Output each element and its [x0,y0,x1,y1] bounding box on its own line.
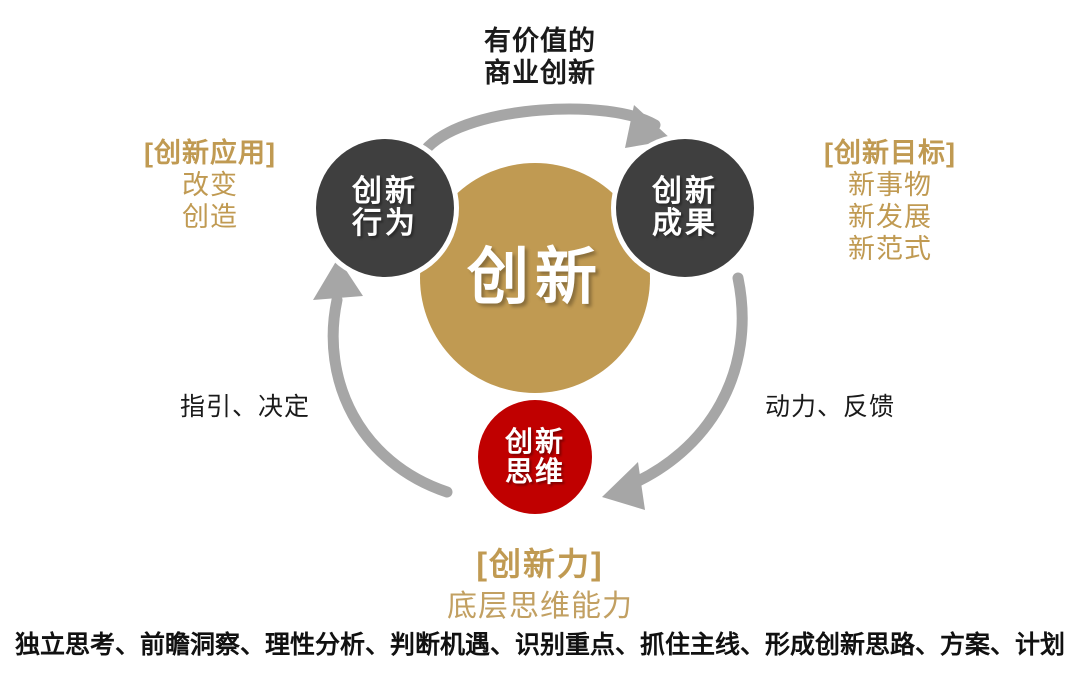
arrow-left [313,258,453,498]
right-caption-heading: [创新目标] [824,138,956,168]
left-caption-line-1: 改变 [182,169,238,200]
left-side-caption: [创新应用] 改变 创造 [80,138,340,234]
arrow-right [602,272,748,510]
right-caption-line-1: 新事物 [848,169,932,200]
behavior-circle [316,139,454,277]
thinking-circle [478,400,592,514]
left-caption-heading: [创新应用] [144,138,276,168]
top-arrow-caption: 有价值的 商业创新 [0,26,1080,90]
top-caption-line1: 有价值的 [484,26,596,56]
right-arrow-caption: 动力、反馈 [764,393,895,421]
center-circle-innovation [420,163,650,393]
right-caption-line-3: 新范式 [848,233,932,264]
right-caption-line-2: 新发展 [848,201,932,232]
footer-capability-list: 独立思考、前瞻洞察、理性分析、判断机遇、识别重点、抓住主线、形成创新思路、方案、… [14,631,1065,659]
footer-subtitle: 底层思维能力 [447,590,633,623]
arrow-top [422,103,672,153]
top-caption-line2: 商业创新 [484,57,596,88]
footer-title: [创新力] [476,546,604,582]
result-circle [616,139,754,277]
left-arrow-caption: 指引、决定 [179,393,310,421]
left-caption-line-2: 创造 [182,201,238,232]
right-side-caption: [创新目标] 新事物 新发展 新范式 [760,138,1020,265]
